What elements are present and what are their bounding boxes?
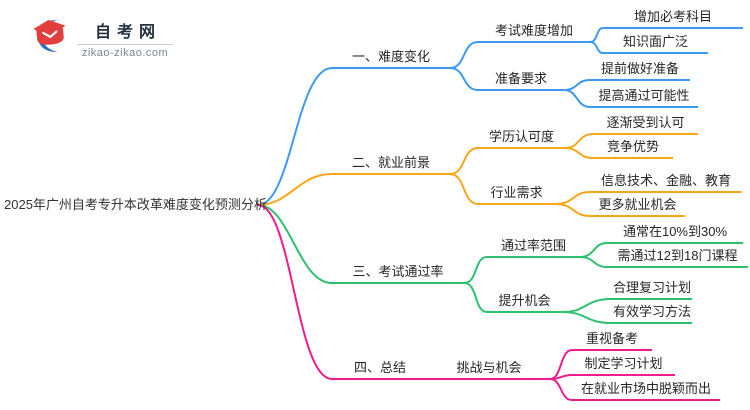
branch3-leaf-node[interactable]: 需通过12到18门课程 <box>607 246 748 268</box>
link-b3-c1-l2 <box>579 256 608 268</box>
branch4-node[interactable]: 四、总结 <box>332 358 428 380</box>
link-b2-c1-l1 <box>564 133 594 149</box>
branch2-child2-node[interactable]: 行业需求 <box>478 183 555 205</box>
branch1-child2-node[interactable]: 准备要求 <box>478 69 564 91</box>
branch3-leaf-node[interactable]: 合理复习计划 <box>612 278 692 300</box>
branch3-leaf-node[interactable]: 有效学习方法 <box>612 302 692 324</box>
link-root-b2 <box>257 173 333 206</box>
logo-domain: zikao-zikao.com <box>81 47 169 59</box>
branch4-child1-node[interactable]: 挑战与机会 <box>428 358 550 380</box>
branch2-leaf-node[interactable]: 逐渐受到认可 <box>593 113 698 135</box>
link-root-b3 <box>257 204 333 284</box>
branch1-leaf-node[interactable]: 增加必考科目 <box>603 7 743 29</box>
link-root-b1 <box>257 67 333 206</box>
link-b3-c2-l2 <box>561 311 613 324</box>
branch3-leaf-node[interactable]: 通常在10%到30% <box>607 222 743 244</box>
branch3-node[interactable]: 三、考试通过率 <box>332 262 464 284</box>
link-b2-c1-l2 <box>564 147 594 159</box>
link-b4-c1-l3 <box>549 378 573 401</box>
central-topic[interactable]: 2025年广州自考专升本改革难度变化预测分析 <box>4 197 267 212</box>
logo-divider <box>77 44 173 45</box>
branch2-node[interactable]: 二、就业前景 <box>332 153 450 175</box>
branch2-leaf-node[interactable]: 信息技术、金融、教育 <box>590 171 742 193</box>
link-b3-c2 <box>463 282 488 313</box>
branch4-leaf-node[interactable]: 重视备考 <box>572 329 652 351</box>
link-b1-c1-l1 <box>589 27 604 43</box>
site-logo: 自考网 zikao-zikao.com <box>28 16 173 61</box>
branch4-leaf-node[interactable]: 在就业市场中脱颖而出 <box>572 379 720 401</box>
link-b3-c2-l1 <box>561 298 613 313</box>
branch1-node[interactable]: 一、难度变化 <box>332 47 450 69</box>
link-b1-c1-l2 <box>589 41 604 54</box>
link-b2-c1 <box>449 147 479 175</box>
branch2-leaf-node[interactable]: 竞争优势 <box>593 137 673 159</box>
link-b2-c2-l1 <box>554 191 591 205</box>
link-b2-c2 <box>449 173 479 205</box>
branch4-leaf-node[interactable]: 制定学习计划 <box>572 354 675 376</box>
logo-title: 自考网 <box>94 24 161 41</box>
branch3-child1-node[interactable]: 通过率范围 <box>487 236 580 258</box>
link-b1-c1 <box>449 41 479 69</box>
link-b2-c2-l2 <box>554 203 591 217</box>
link-b1-c2-l2 <box>563 89 591 108</box>
branch3-child2-node[interactable]: 提升机会 <box>487 291 562 313</box>
link-b3-c1 <box>463 256 488 284</box>
branch1-leaf-node[interactable]: 知识面广泛 <box>603 32 708 54</box>
branch1-leaf-node[interactable]: 提高通过可能性 <box>590 86 698 108</box>
branch1-leaf-node[interactable]: 提前做好准备 <box>590 59 690 81</box>
link-root-b4 <box>257 204 333 380</box>
link-b3-c1-l1 <box>579 242 608 258</box>
branch1-child1-node[interactable]: 考试难度增加 <box>478 21 590 43</box>
zikao-logo-icon <box>28 16 70 61</box>
link-b1-c2-l1 <box>563 79 591 91</box>
branch2-child1-node[interactable]: 学历认可度 <box>478 127 565 149</box>
branch2-leaf-node[interactable]: 更多就业机会 <box>590 195 685 217</box>
link-b1-c2 <box>449 67 479 91</box>
